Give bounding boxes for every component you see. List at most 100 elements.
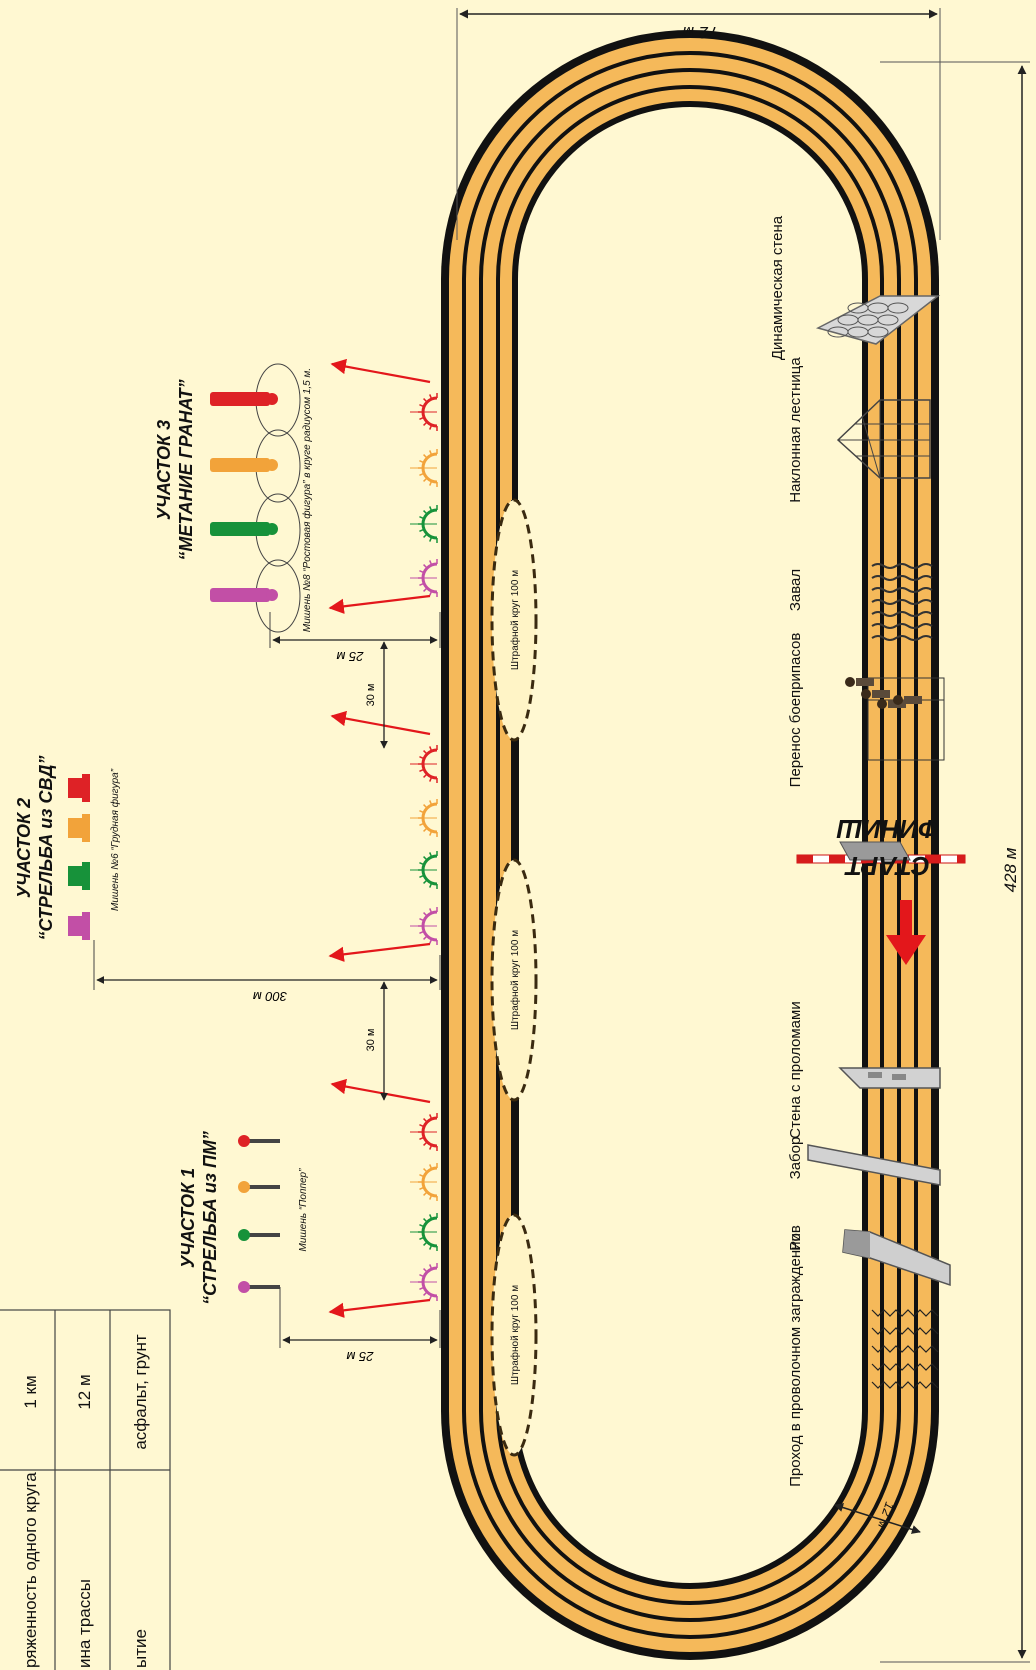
fan-tick (429, 1214, 433, 1220)
penalty-loop-2 (490, 858, 538, 1102)
fan-tick (429, 882, 433, 888)
fan-tick (423, 1268, 428, 1273)
finish-label: ФИНИШ (836, 814, 938, 844)
obstacle-ditch (842, 1229, 951, 1287)
fan-tick (419, 768, 425, 772)
section-2-target-label: Мишень №6 “Грудная фигура” (109, 768, 121, 911)
penalty-loop-3 (490, 1213, 538, 1457)
direction-arrow (886, 900, 926, 965)
table-row-1-label: ряженность одного круга (21, 1472, 40, 1668)
fan-tick (419, 582, 425, 586)
fan-tick (423, 454, 428, 459)
fan-tick (419, 570, 425, 574)
section-1-subheading: “СТРЕЛЬБА из ПМ” (200, 1131, 220, 1305)
fan-tick (419, 822, 425, 826)
fan-tick (419, 1286, 425, 1290)
section-3-distance-label: 25 м (336, 649, 364, 664)
label-blockage: Завал (787, 569, 804, 611)
penalty-loop-label-3: Штрафной круг 100 м (509, 1285, 521, 1385)
section-3-distance: 25 м (269, 612, 441, 664)
fan-tick (429, 776, 433, 782)
width-label: 72 м (682, 23, 718, 42)
gap-1-label: 30 м (365, 684, 377, 707)
fan-tick (429, 1264, 433, 1270)
fan-tick (419, 1274, 425, 1278)
firing-positions (328, 358, 438, 1318)
label-inclined-ladder: Наклонная лестница (787, 357, 804, 503)
section-1-targets (238, 1135, 280, 1293)
obstacle-fence (807, 1144, 941, 1186)
fan-tick (429, 1114, 433, 1120)
fan-tick (429, 506, 433, 512)
fan-tick (419, 460, 425, 464)
fan-tick (429, 536, 433, 542)
fan-tick (429, 1244, 433, 1250)
length-label: 428 м (1001, 847, 1020, 892)
fan-tick (429, 746, 433, 752)
fan-tick (423, 533, 428, 538)
fan-tick (429, 560, 433, 566)
fan-tick (419, 930, 425, 934)
section-3-subheading: “МЕТАНИЕ ГРАНАТ” (176, 379, 196, 560)
figure-orange (210, 458, 278, 472)
table-row-3-label: ытие (131, 1629, 150, 1668)
label-breach-wall: Стена с проломами (787, 1001, 804, 1138)
fan-tick (423, 1291, 428, 1296)
section-3-target-label: Мишень №8 “Ростовая фигура” в круге ради… (301, 368, 313, 632)
label-dynamic-wall: Динамическая стена (769, 215, 786, 360)
info-table: 1 км ряженность одного круга 12 м ина тр… (0, 1309, 171, 1670)
fan-tick (429, 908, 433, 914)
fan-tick (429, 830, 433, 836)
red-direction-arrow (328, 594, 431, 614)
table-row-2-value: 12 м (75, 1374, 94, 1409)
obstacle-wire-passage (871, 1309, 939, 1389)
fan-tick (423, 1241, 428, 1246)
fan-tick (429, 1144, 433, 1150)
gap-2: 30 м (365, 981, 388, 1101)
red-direction-arrow (330, 1078, 431, 1104)
table-row-1-value: 1 км (21, 1375, 40, 1408)
start-label: СТАРТ (844, 851, 930, 881)
fan-tick (423, 827, 428, 832)
fan-tick (419, 404, 425, 408)
fan-tick (423, 587, 428, 592)
fan-tick (429, 1194, 433, 1200)
red-direction-arrow (330, 710, 431, 736)
fan-tick (429, 852, 433, 858)
red-direction-arrow (330, 358, 431, 384)
fan-tick (423, 773, 428, 778)
fan-tick (429, 480, 433, 486)
fan-tick (419, 810, 425, 814)
fan-tick (419, 1186, 425, 1190)
fan-tick (429, 1294, 433, 1300)
penalty-loop-1 (490, 498, 538, 742)
fan-tick (419, 528, 425, 532)
figure-red (210, 392, 278, 406)
dimension-length: 428 м (880, 61, 1030, 1663)
fan-tick (429, 1164, 433, 1170)
fan-tick (419, 1236, 425, 1240)
gap-1: 30 м (365, 641, 388, 749)
section-1-distance: 25 м (279, 1287, 441, 1364)
fan-tick (419, 472, 425, 476)
penalty-loop-label-1: Штрафной круг 100 м (509, 570, 521, 670)
fan-tick (423, 1168, 428, 1173)
fan-tick (429, 394, 433, 400)
table-row-2-label: ина трассы (75, 1579, 94, 1668)
section-1-target-label: Мишень “Поппер” (298, 1168, 309, 1252)
section-3-title: УЧАСТОК 3 “МЕТАНИЕ ГРАНАТ” (154, 379, 196, 560)
fan-tick (419, 874, 425, 878)
section-3-targets (210, 363, 301, 633)
fan-tick (423, 750, 428, 755)
gap-2-label: 30 м (365, 1029, 377, 1052)
red-direction-arrow (328, 942, 431, 962)
label-wire-passage: Проход в проволочном заграждении (787, 1233, 804, 1487)
fan-tick (419, 1124, 425, 1128)
section-2-distance: 300 м (93, 940, 441, 1004)
fan-tick (419, 1136, 425, 1140)
section-2-title: УЧАСТОК 2 “СТРЕЛЬБА из СВД” (14, 756, 56, 941)
obstacle-breach-wall (838, 1067, 941, 1089)
section-2-subheading: “СТРЕЛЬБА из СВД” (36, 756, 56, 941)
